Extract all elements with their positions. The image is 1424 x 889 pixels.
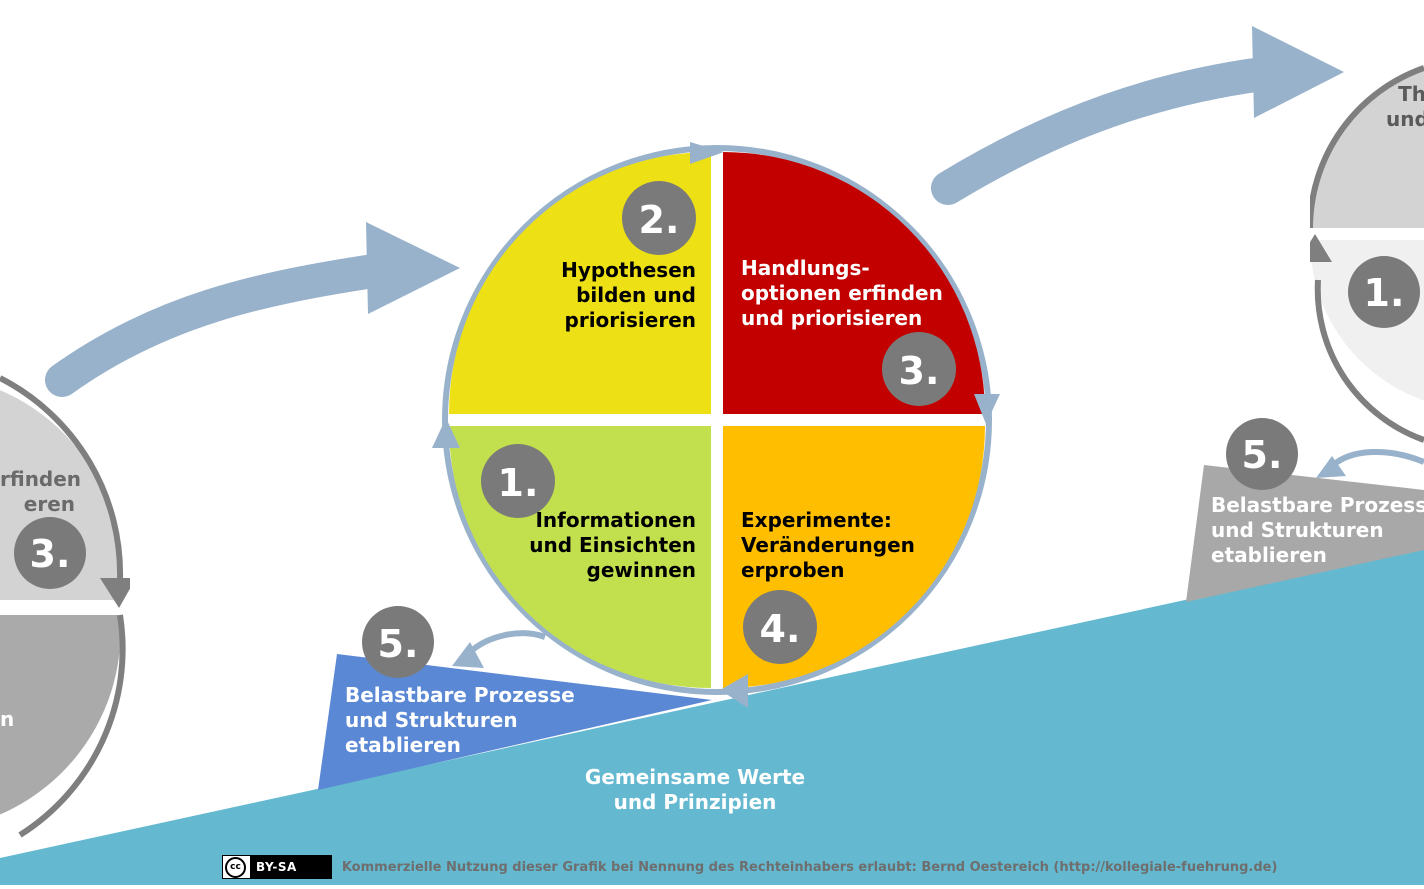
right-step-1-number: 1. (1364, 271, 1405, 315)
right-step-5-number: 5. (1242, 433, 1283, 477)
foundation-label: Gemeinsame Werte und Prinzipien (584, 765, 806, 814)
step-3-badge (882, 332, 956, 406)
center-cycle (432, 142, 1000, 708)
right-top-label: Th und (1386, 82, 1424, 131)
right-step-1-badge (1348, 256, 1420, 328)
step-4-number: 4. (760, 607, 801, 651)
stabilize-return-arrow (468, 630, 547, 655)
transition-arrow-left (45, 253, 397, 397)
step-5-label: Belastbare Prozesse und Strukturen etabl… (345, 683, 575, 757)
stabilize-wedge (318, 654, 712, 790)
right-stabilize-arrow (1329, 448, 1424, 469)
step-3-label: Handlungs- optionen erfinden und prioris… (741, 256, 943, 330)
right-stabilize-wedge (1186, 465, 1424, 602)
left-step-3-number: 3. (30, 532, 71, 576)
copyright-notice: Kommerzielle Nutzung dieser Grafik bei N… (341, 859, 1278, 875)
left-step-3-label: rfinden eren (0, 467, 82, 516)
step-2-label: Hypothesen bilden und priorisieren (561, 258, 696, 332)
transition-arrow-right (931, 57, 1279, 205)
step-2-number: 2. (639, 198, 680, 242)
step-4-badge (743, 590, 817, 664)
step-5-badge (362, 606, 434, 678)
ring-arrow-top (690, 142, 724, 164)
step-3-number: 3. (899, 349, 940, 393)
ring-arrow-bottom (720, 674, 748, 708)
ring-arrow-right (974, 394, 1000, 424)
left-lower-label: n (0, 707, 15, 731)
license-footer: cc BY-SA Kommerzielle Nutzung dieser Gra… (222, 855, 1277, 879)
right-cycle-partial (1310, 65, 1424, 443)
step-1-number: 1. (498, 461, 539, 505)
step-1-label: Informationen und Einsichten gewinnen (529, 508, 696, 582)
cc-license-badge: cc BY-SA (222, 855, 332, 879)
right-step-5-label: Belastbare Prozesse und Strukturen etabl… (1211, 493, 1424, 567)
cycle-ring (442, 145, 992, 695)
ring-arrow-left (432, 418, 460, 448)
left-cycle-partial (0, 375, 130, 838)
step-4-label: Experimente: Veränderungen erproben (741, 508, 915, 582)
foundation-hill (0, 548, 1424, 885)
right-step-5-badge (1226, 418, 1298, 490)
step-2-badge (622, 181, 696, 255)
step-1-badge (481, 444, 555, 518)
cc-icon: cc (223, 856, 250, 878)
license-type: BY-SA (256, 860, 297, 874)
step-5-number: 5. (378, 622, 419, 666)
